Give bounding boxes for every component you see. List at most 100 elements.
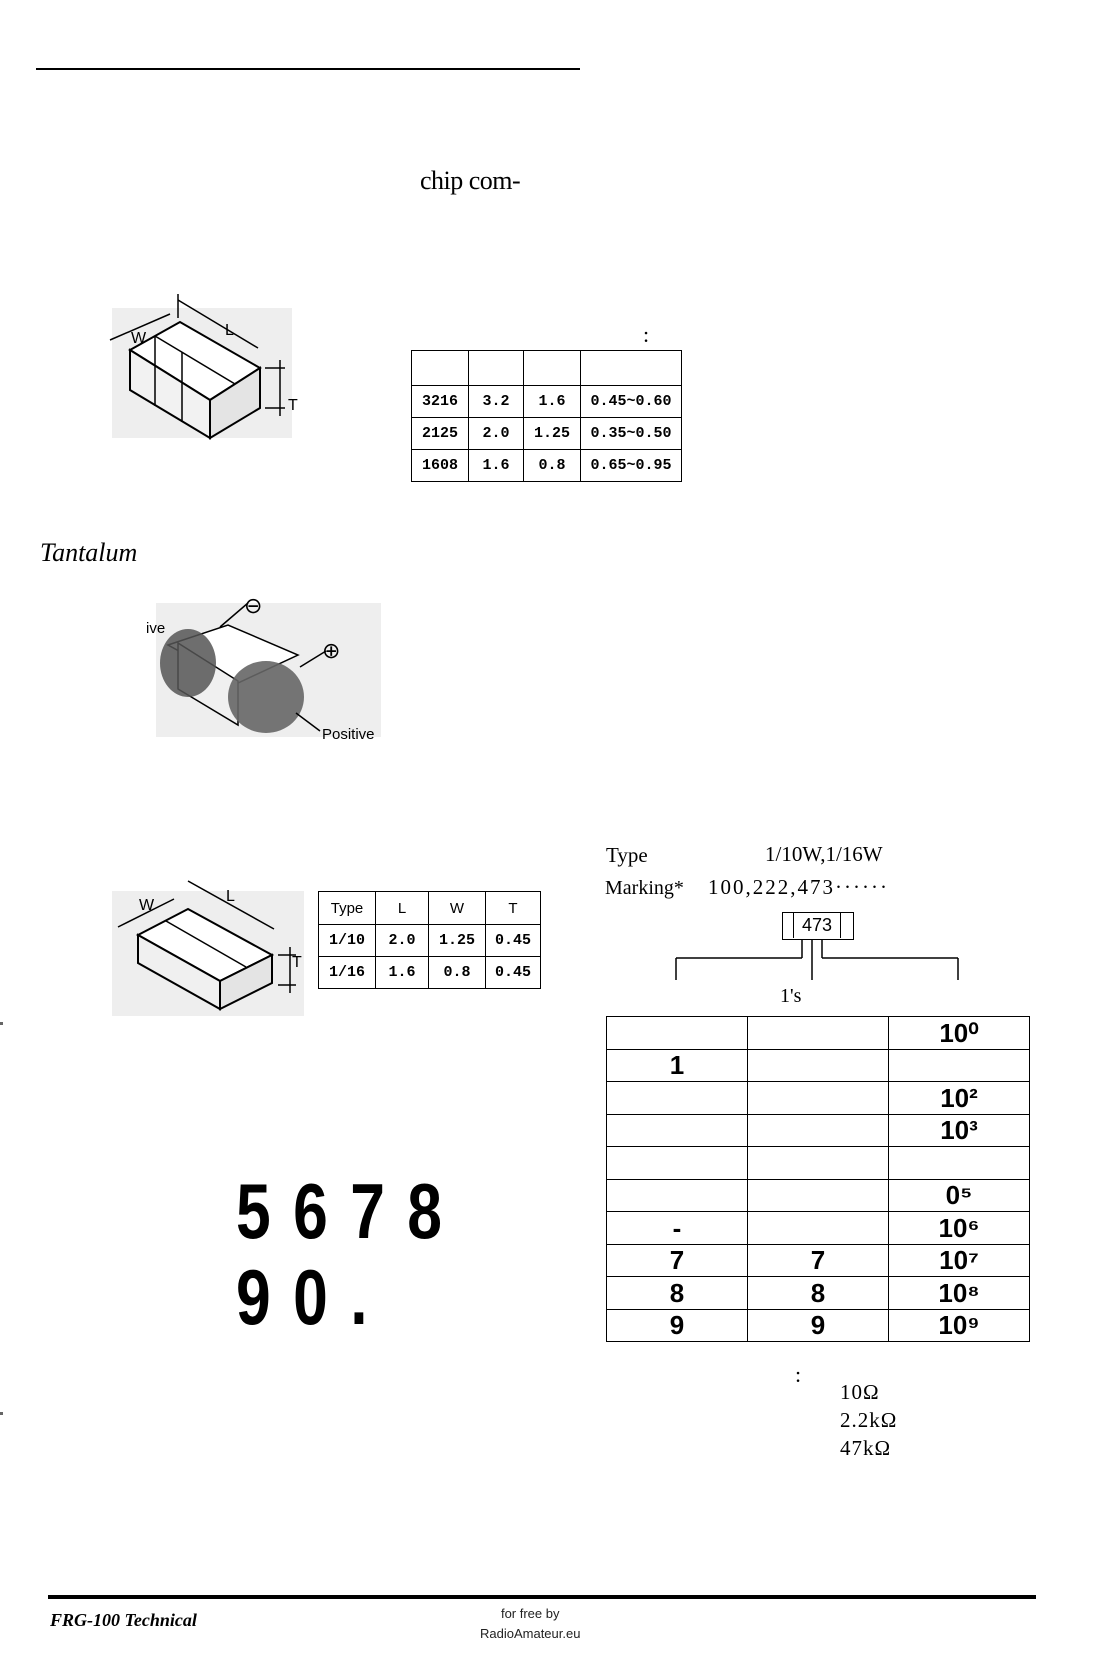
table-cell: 7 [747,1243,889,1277]
table-row: 1/10 2.0 1.25 0.45 [318,924,541,957]
example-colon: : [795,1362,802,1387]
table-cell [888,1048,1030,1082]
table-cell: 1/10 [318,924,376,957]
table-cell: 10² [888,1081,1030,1115]
footer-source-line-1: for free by [500,1606,560,1621]
table-cell: 0⁵ [888,1178,1030,1212]
example-10-ohm: 10Ω [840,1380,880,1404]
table-header-cell: T [485,891,541,925]
table-cell: 2125 [411,417,469,450]
chip-l-label: L [225,322,234,339]
table-cell: 1.6 [468,449,524,482]
table-row: 1/16 1.6 0.8 0.45 [318,956,541,989]
table-header-row: Type L W T [318,891,541,925]
table-cell: 0.45 [485,956,541,989]
table-cell: 1.6 [523,385,581,418]
table-cell: 7 [606,1243,748,1277]
table-cell: 1.6 [375,956,429,989]
type-value: 1/10W,1/16W [765,842,883,866]
table-row: 10² [606,1081,1030,1115]
table-row: 2125 2.0 1.25 0.35~0.50 [411,417,682,450]
table-row: 3216 3.2 1.6 0.45~0.60 [411,385,682,418]
table-cell [523,350,581,386]
table-row: - 10⁶ [606,1211,1030,1245]
table-cell: 3.2 [468,385,524,418]
table-row [606,1146,1030,1180]
example-2k2-ohm: 2.2kΩ [840,1408,898,1432]
footer-document-title: FRG-100 Technical [50,1610,197,1630]
chip-dimension-table: 3216 3.2 1.6 0.45~0.60 2125 2.0 1.25 0.3… [411,350,682,482]
tantalum-capacitor-figure [156,602,381,737]
table-cell [747,1081,889,1115]
table-row: 10⁰ [606,1016,1030,1050]
table-cell [747,1048,889,1082]
table-cell [747,1146,889,1180]
resistor-w-label: W [139,897,155,914]
table-cell: 1/16 [318,956,376,989]
table-row: 9 9 10⁹ [606,1308,1030,1342]
table-row: 1 [606,1048,1030,1082]
table-cell: 0.8 [428,956,486,989]
table-cell: 0.8 [523,449,581,482]
table-cell: 10⁰ [888,1016,1030,1050]
section-heading: Tantalum [40,538,138,567]
margin-mark [0,1412,3,1415]
table-cell: 9 [747,1308,889,1342]
negative-terminal-icon: ⊖ [244,593,263,618]
table-cell [580,350,682,386]
table-cell [747,1211,889,1245]
table-cell: 0.45~0.60 [580,385,682,418]
table-cell [606,1146,748,1180]
footer-source-line-2: RadioAmateur.eu [480,1626,581,1641]
table-row: 0⁵ [606,1178,1030,1212]
table-cell [606,1016,748,1050]
positive-terminal-icon: ⊕ [322,638,341,663]
table-row: 1608 1.6 0.8 0.65~0.95 [411,449,682,482]
table-cell: 1.25 [428,924,486,957]
example-47k-ohm: 47kΩ [840,1436,892,1460]
table-cell: 10⁷ [888,1243,1030,1277]
table-cell [747,1113,889,1147]
table-row: 8 8 10⁸ [606,1276,1030,1310]
table-cell: 10⁶ [888,1211,1030,1245]
ones-label: 1's [780,985,802,1007]
table-row: 10³ [606,1113,1030,1147]
table-cell [888,1146,1030,1180]
table-cell: 1608 [411,449,469,482]
intro-text: chip com- [420,166,521,195]
marking-code-frame [782,912,854,940]
spec-colon: : [643,322,650,347]
table-cell: 10⁸ [888,1276,1030,1310]
table-cell: 0.35~0.50 [580,417,682,450]
table-header-row [411,350,682,386]
marking-label: Marking* [605,877,684,899]
segment-digits-row-2: 90. [236,1253,390,1341]
type-label: Type [606,843,648,867]
marking-value: 100,222,473······ [708,875,889,899]
table-cell: 3216 [411,385,469,418]
table-header-cell: L [375,891,429,925]
table-cell: 1 [606,1048,748,1082]
table-cell: 10⁹ [888,1308,1030,1342]
marking-code-box: 473 [782,912,854,940]
positive-label: Positive [322,726,375,743]
table-cell: 0.45 [485,924,541,957]
footer-source: for free by RadioAmateur.eu [480,1604,580,1644]
table-header-cell: W [428,891,486,925]
top-rule [36,68,580,70]
negative-label: ive [146,620,166,637]
table-cell: 2.0 [468,417,524,450]
table-cell: - [606,1211,748,1245]
resistor-dimension-table: Type L W T 1/10 2.0 1.25 0.45 1/16 1.6 0… [318,891,541,989]
resistor-t-label: T [292,954,302,971]
segment-digits-row-1: 5678 [236,1167,465,1255]
table-cell [606,1113,748,1147]
table-cell [747,1016,889,1050]
table-cell [606,1178,748,1212]
table-cell: 8 [747,1276,889,1310]
chip-t-label: T [288,397,298,414]
table-cell [606,1081,748,1115]
margin-mark [0,1022,3,1025]
footer-rule [48,1595,1036,1599]
table-cell: 9 [606,1308,748,1342]
